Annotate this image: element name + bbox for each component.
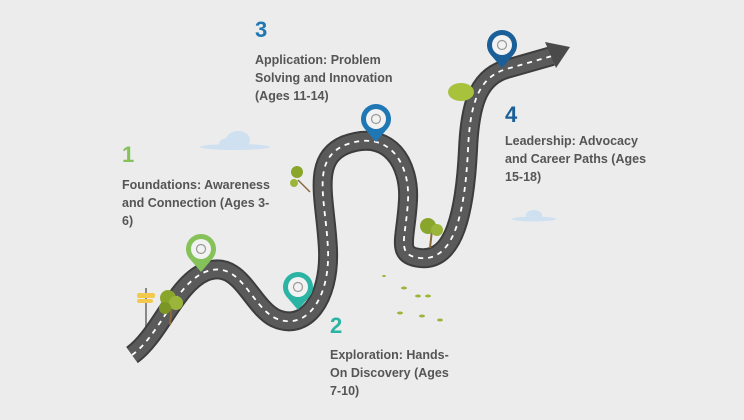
tree-icon <box>159 290 183 326</box>
network-icon <box>496 39 508 51</box>
laptop-icon <box>370 113 382 125</box>
tree-icon <box>420 218 443 249</box>
stage-2-pin <box>283 271 314 310</box>
stage-4-number: 4 <box>505 102 518 127</box>
stage-4-title: Leadership: Advocacy and Career Paths (A… <box>505 134 647 184</box>
stage-3-number: 3 <box>255 17 268 42</box>
stage-4-pin <box>487 30 517 68</box>
stage-1-number: 1 <box>122 142 135 167</box>
stage-2-title: Exploration: Hands-On Discovery (Ages 7-… <box>330 348 449 398</box>
arrow-head-icon <box>545 42 570 68</box>
blocks-icon <box>195 243 207 255</box>
gear-icon <box>292 281 304 293</box>
stage-3-pin <box>361 104 391 142</box>
stage-1-pin <box>186 234 216 272</box>
stage-2-number: 2 <box>330 313 343 338</box>
stage-1-title: Foundations: Awareness and Connection (A… <box>122 178 270 228</box>
cloud-icon <box>200 131 270 150</box>
bush-icon <box>448 83 474 101</box>
cloud-icon <box>512 210 556 222</box>
tree-icon <box>290 166 311 193</box>
signpost-icon <box>137 288 155 348</box>
stage-3-title: Application: Problem Solving and Innovat… <box>255 53 393 103</box>
road <box>125 42 570 364</box>
leaves-icon <box>382 275 443 322</box>
